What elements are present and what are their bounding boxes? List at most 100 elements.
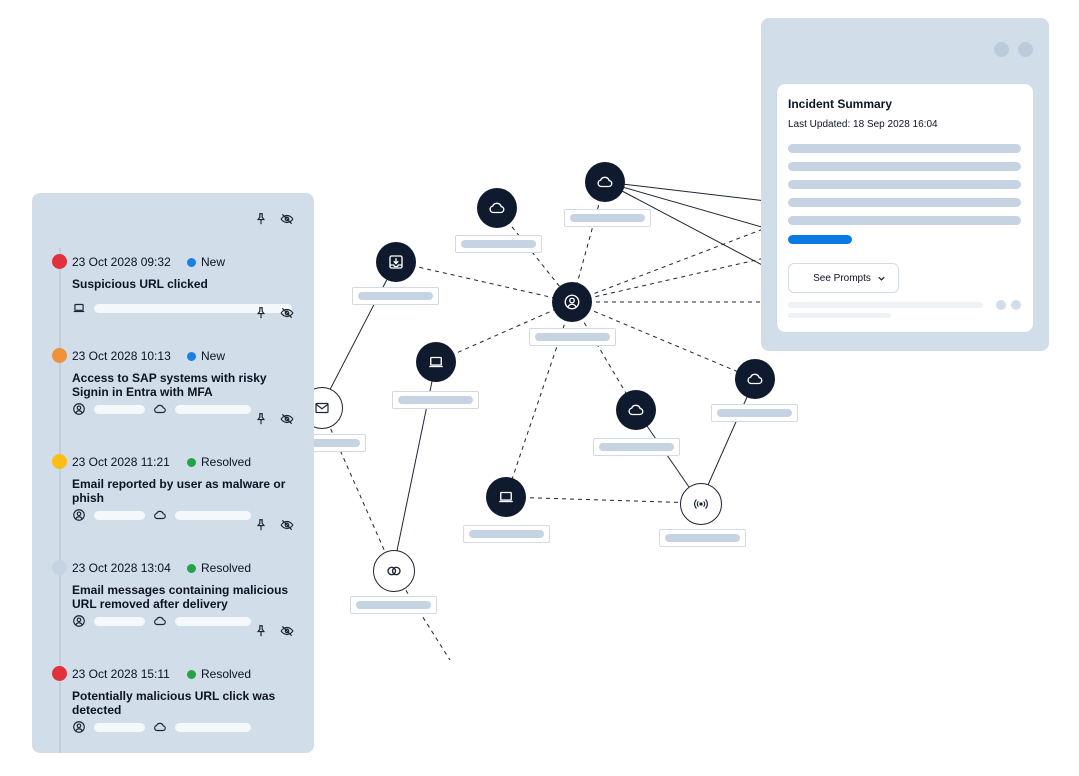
window-control-button[interactable] bbox=[994, 42, 1009, 57]
footer-dot bbox=[1011, 300, 1021, 310]
cloud-node-mid[interactable] bbox=[616, 390, 656, 430]
incident-date: 23 Oct 2028 13:04 bbox=[72, 561, 171, 575]
cloud-node-upper[interactable] bbox=[477, 188, 517, 228]
label-placeholder bbox=[358, 292, 433, 300]
status-dot bbox=[187, 351, 196, 361]
status-dot bbox=[187, 457, 196, 467]
node-label-cloud-mid bbox=[593, 438, 680, 456]
laptop-icon bbox=[73, 303, 85, 313]
entity-placeholder bbox=[175, 722, 251, 732]
incident-date: 23 Oct 2028 10:13 bbox=[72, 349, 171, 363]
cloud-icon bbox=[628, 404, 644, 416]
status-label: Resolved bbox=[201, 455, 252, 469]
incident-item[interactable]: 23 Oct 2028 13:04 Resolved Email message… bbox=[32, 518, 314, 628]
timeline-rail bbox=[59, 248, 61, 753]
entity-placeholder bbox=[175, 510, 251, 520]
node-label-signal bbox=[659, 529, 746, 547]
summary-link-placeholder[interactable] bbox=[788, 235, 852, 244]
incident-item[interactable]: 23 Oct 2028 11:21 Resolved Email reporte… bbox=[32, 412, 314, 522]
label-placeholder bbox=[665, 534, 740, 542]
node-label-inbox bbox=[352, 287, 439, 305]
hide-icon[interactable] bbox=[280, 518, 294, 532]
cloud-icon bbox=[747, 373, 763, 385]
entity-placeholder bbox=[94, 303, 292, 313]
user-icon bbox=[73, 509, 85, 521]
hide-icon[interactable] bbox=[280, 624, 294, 638]
user-hub-node[interactable] bbox=[552, 282, 592, 322]
laptop-icon bbox=[499, 491, 513, 503]
incident-entities bbox=[72, 402, 251, 416]
incident-item[interactable]: 23 Oct 2028 15:11 Resolved Potentially m… bbox=[32, 624, 314, 734]
incident-actions bbox=[254, 624, 294, 638]
incident-status: New bbox=[187, 255, 225, 269]
hide-icon[interactable] bbox=[280, 412, 294, 426]
window-control-button[interactable] bbox=[1018, 42, 1033, 57]
laptop-node-mid[interactable] bbox=[416, 342, 456, 382]
hide-icon[interactable] bbox=[280, 212, 294, 226]
pin-icon[interactable] bbox=[254, 518, 268, 532]
incident-list-panel: 23 Oct 2028 09:32 New Suspicious URL cli… bbox=[32, 193, 314, 753]
node-label-user-hub bbox=[529, 328, 616, 346]
pin-icon[interactable] bbox=[254, 212, 268, 226]
node-label-cloud-upper bbox=[455, 235, 542, 253]
entity-placeholder bbox=[175, 404, 251, 414]
user-icon bbox=[73, 403, 85, 415]
incident-item[interactable]: 23 Oct 2028 09:32 New Suspicious URL cli… bbox=[32, 213, 314, 319]
entity-placeholder bbox=[175, 616, 251, 626]
linked-rings-node[interactable] bbox=[373, 550, 415, 592]
incident-actions bbox=[254, 412, 294, 426]
incident-status: Resolved bbox=[187, 561, 251, 575]
laptop-node-low[interactable] bbox=[486, 477, 526, 517]
incident-date: 23 Oct 2028 15:11 bbox=[72, 667, 170, 681]
entity-placeholder bbox=[94, 616, 145, 626]
incident-title[interactable]: Email reported by user as malware or phi… bbox=[72, 477, 286, 505]
cloud-icon bbox=[154, 404, 166, 414]
label-placeholder bbox=[535, 333, 610, 341]
cloud-node-right[interactable] bbox=[735, 359, 775, 399]
inbox-node[interactable] bbox=[376, 242, 416, 282]
linked-rings-icon bbox=[387, 566, 401, 576]
pin-icon[interactable] bbox=[254, 412, 268, 426]
hide-icon[interactable] bbox=[280, 306, 294, 320]
cloud-icon bbox=[154, 722, 166, 732]
incident-title[interactable]: Potentially malicious URL click was dete… bbox=[72, 689, 276, 717]
incident-entities bbox=[72, 720, 251, 734]
pin-icon[interactable] bbox=[254, 624, 268, 638]
label-placeholder bbox=[286, 439, 360, 447]
pin-icon[interactable] bbox=[254, 306, 268, 320]
status-dot bbox=[187, 669, 196, 679]
status-label: New bbox=[201, 349, 226, 363]
node-label-cloud-right bbox=[711, 404, 798, 422]
inbox-download-icon bbox=[389, 255, 403, 269]
entity-placeholder bbox=[94, 722, 145, 732]
incident-item[interactable]: 23 Oct 2028 10:13 New Access to SAP syst… bbox=[32, 306, 314, 416]
label-placeholder bbox=[599, 443, 674, 451]
status-label: New bbox=[201, 255, 226, 269]
node-label-linked-rings bbox=[350, 596, 437, 614]
label-placeholder bbox=[461, 240, 536, 248]
see-prompts-button[interactable]: See Prompts bbox=[788, 263, 899, 293]
incident-entities bbox=[72, 301, 292, 315]
laptop-icon bbox=[429, 356, 443, 368]
status-label: Resolved bbox=[201, 667, 252, 681]
user-icon bbox=[564, 294, 580, 310]
summary-text-placeholder bbox=[788, 180, 1021, 189]
node-label-laptop-low bbox=[463, 525, 550, 543]
incident-entities bbox=[72, 508, 251, 522]
incident-title[interactable]: Suspicious URL clicked bbox=[72, 277, 208, 291]
incident-title[interactable]: Email messages containing malicious URL … bbox=[72, 583, 289, 611]
incident-entities bbox=[72, 614, 251, 628]
signal-node[interactable] bbox=[680, 483, 722, 525]
incident-status: New bbox=[187, 349, 225, 363]
incident-actions bbox=[254, 212, 294, 226]
summary-title: Incident Summary bbox=[788, 97, 893, 111]
cloud-icon bbox=[489, 202, 505, 214]
incident-date: 23 Oct 2028 11:21 bbox=[72, 455, 170, 469]
envelope-icon bbox=[315, 402, 329, 414]
incident-date: 23 Oct 2028 09:32 bbox=[72, 255, 171, 269]
incident-title[interactable]: Access to SAP systems with risky Signin … bbox=[72, 371, 267, 399]
cloud-node-top[interactable] bbox=[585, 162, 625, 202]
label-placeholder bbox=[717, 409, 792, 417]
label-placeholder bbox=[469, 530, 544, 538]
summary-text-placeholder bbox=[788, 162, 1021, 171]
